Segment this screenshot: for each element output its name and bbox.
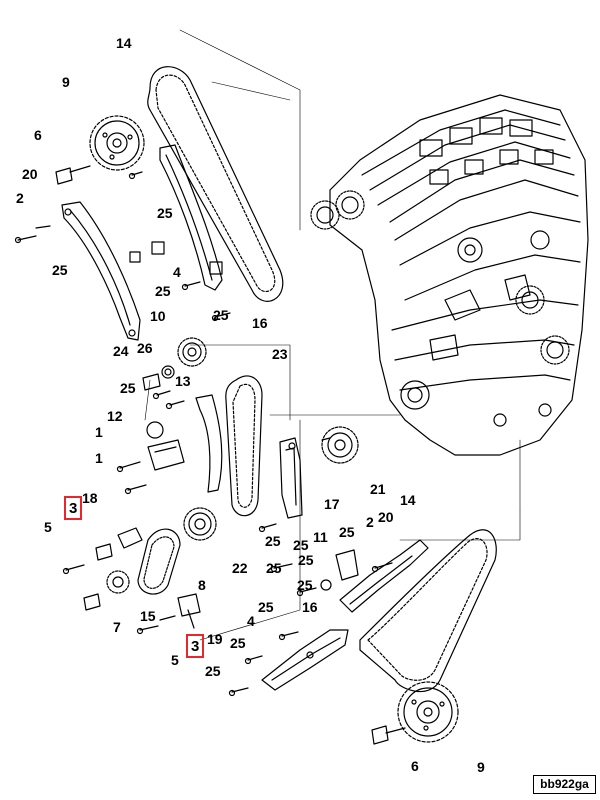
callout-9-upper: 9	[62, 74, 70, 90]
callout-25-near-11a: 25	[293, 537, 309, 553]
callout-3-highlighted-upper: 3	[69, 500, 78, 517]
callout-1-lower: 1	[95, 450, 103, 466]
callout-2-upper: 2	[16, 190, 24, 206]
callout-19: 19	[207, 631, 223, 647]
highlight-box-3-upper	[64, 496, 82, 520]
callout-7: 7	[113, 619, 121, 635]
callout-25-left: 25	[52, 262, 68, 278]
callout-14-upper: 14	[116, 35, 132, 51]
callout-25-near-19: 25	[230, 635, 246, 651]
callout-14-lower: 14	[400, 492, 416, 508]
callout-25-near-22: 25	[266, 560, 282, 576]
callout-25-near-16: 25	[298, 552, 314, 568]
callout-17: 17	[324, 496, 340, 512]
oil-pump-chain	[137, 528, 181, 595]
callout-9-lower: 9	[477, 759, 485, 775]
callout-13: 13	[175, 373, 191, 389]
callout-8: 8	[198, 577, 206, 593]
callout-25-right: 25	[213, 307, 229, 323]
callout-23: 23	[272, 346, 288, 362]
callout-15: 15	[140, 608, 156, 624]
callout-6-upper: 6	[34, 127, 42, 143]
callout-4-upper: 4	[173, 264, 181, 280]
callout-18: 18	[82, 490, 98, 506]
callout-1-upper: 1	[95, 424, 103, 440]
callout-25-near-2: 25	[339, 524, 355, 540]
callout-20-lower: 20	[378, 509, 394, 525]
callout-16-lower: 16	[302, 599, 318, 615]
callout-24: 24	[113, 343, 129, 359]
callout-26: 26	[137, 340, 153, 356]
callout-21: 21	[370, 481, 386, 497]
highlight-box-3-lower	[186, 634, 204, 658]
callout-25-near-16b: 25	[297, 577, 313, 593]
leader-lines	[144, 29, 521, 641]
callout-3-highlighted-lower: 3	[191, 638, 200, 655]
secondary-timing-chain	[225, 375, 263, 517]
callout-22: 22	[232, 560, 248, 576]
callout-25-upper-guide: 25	[157, 205, 173, 221]
callout-25-near-17: 25	[265, 533, 281, 549]
callout-11: 11	[313, 529, 328, 545]
callout-20-upper: 20	[22, 166, 38, 182]
callout-12: 12	[107, 408, 123, 424]
callout-5-lower: 5	[171, 652, 179, 668]
engine-block	[310, 94, 589, 456]
lower-timing-chain	[359, 529, 497, 693]
callout-5-upper: 5	[44, 519, 52, 535]
callout-25-lower: 25	[205, 663, 221, 679]
callout-6-lower: 6	[411, 758, 419, 774]
callout-10: 10	[150, 308, 166, 324]
callout-16-upper: 16	[252, 315, 268, 331]
callout-25-near-4: 25	[258, 599, 274, 615]
callout-4-lower: 4	[247, 613, 255, 629]
callout-25-mid: 25	[155, 283, 171, 299]
callout-2-lower: 2	[366, 514, 374, 530]
figure-reference-code: bb922ga	[533, 775, 596, 794]
callout-25-near-13: 25	[120, 380, 136, 396]
upper-timing-chain	[147, 66, 284, 302]
